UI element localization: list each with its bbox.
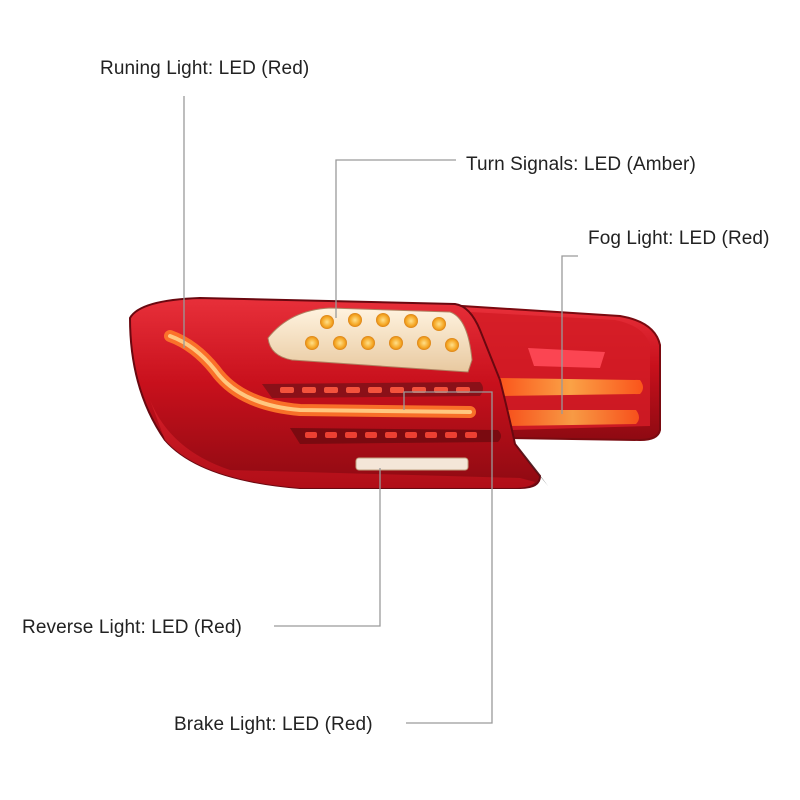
leader-fog	[561, 255, 578, 414]
reverse-light-label: Reverse Light: LED (Red)	[22, 617, 242, 638]
running-light-label: Runing Light: LED (Red)	[100, 58, 310, 79]
fog-light-segment	[528, 348, 605, 368]
leader-brake	[403, 391, 493, 724]
leader-lines	[183, 96, 578, 724]
turn-signal-leds	[305, 313, 459, 352]
inner-tail-lamp	[460, 304, 661, 442]
turn-signals-label: Turn Signals: LED (Amber)	[466, 154, 696, 175]
brake-light-label: Brake Light: LED (Red)	[174, 714, 373, 735]
leader-turn	[335, 159, 456, 318]
leader-reverse	[274, 468, 381, 627]
outer-tail-lamp	[128, 296, 548, 489]
reverse-light	[355, 457, 469, 471]
fog-light-label: Fog Light: LED (Red)	[588, 228, 770, 249]
